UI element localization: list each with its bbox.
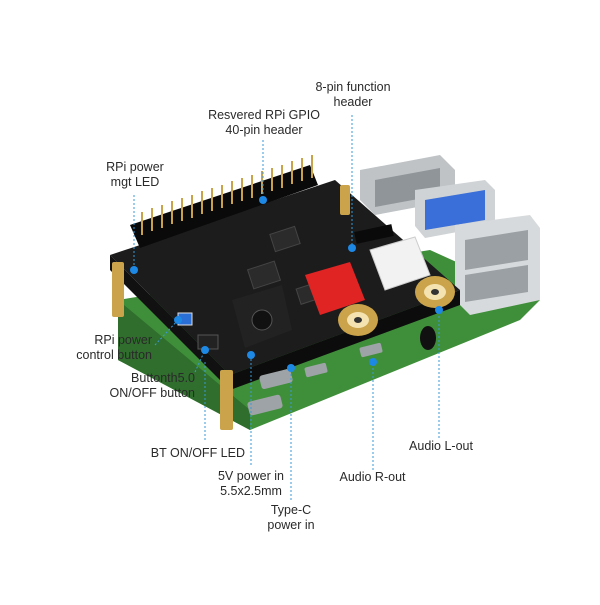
function-header xyxy=(354,224,394,244)
callout-audio-l: Audio L-out xyxy=(409,439,473,453)
callout-dc-power: 5V power in 5.5x2.5mm xyxy=(217,469,284,498)
dc-barrel-jack xyxy=(232,285,292,348)
rpi-usb-port-2 xyxy=(455,215,540,315)
marker-dots xyxy=(130,196,443,372)
audio-jack xyxy=(420,326,436,350)
callout-power-led: RPi power mgt LED xyxy=(106,160,164,189)
callout-power-button: RPi power control button xyxy=(76,333,152,362)
callout-typec-power: Type-C power in xyxy=(267,503,315,532)
callout-bt-led: BT ON/OFF LED xyxy=(150,446,245,460)
callout-function-header: 8-pin function header xyxy=(315,80,391,109)
gpio-pin-header xyxy=(130,155,318,248)
leader-lines xyxy=(133,115,440,500)
callout-bt-button: Buttonth5.0 ON/OFF button xyxy=(109,371,195,400)
brass-standoffs xyxy=(112,185,350,430)
callout-audio-r: Audio R-out xyxy=(339,470,406,484)
rca-jack-red xyxy=(305,262,378,336)
rpi-front-ports xyxy=(247,342,383,416)
callout-gpio-header: Resvered RPi GPIO 40-pin header xyxy=(208,108,320,137)
rca-jack-white xyxy=(369,236,455,308)
